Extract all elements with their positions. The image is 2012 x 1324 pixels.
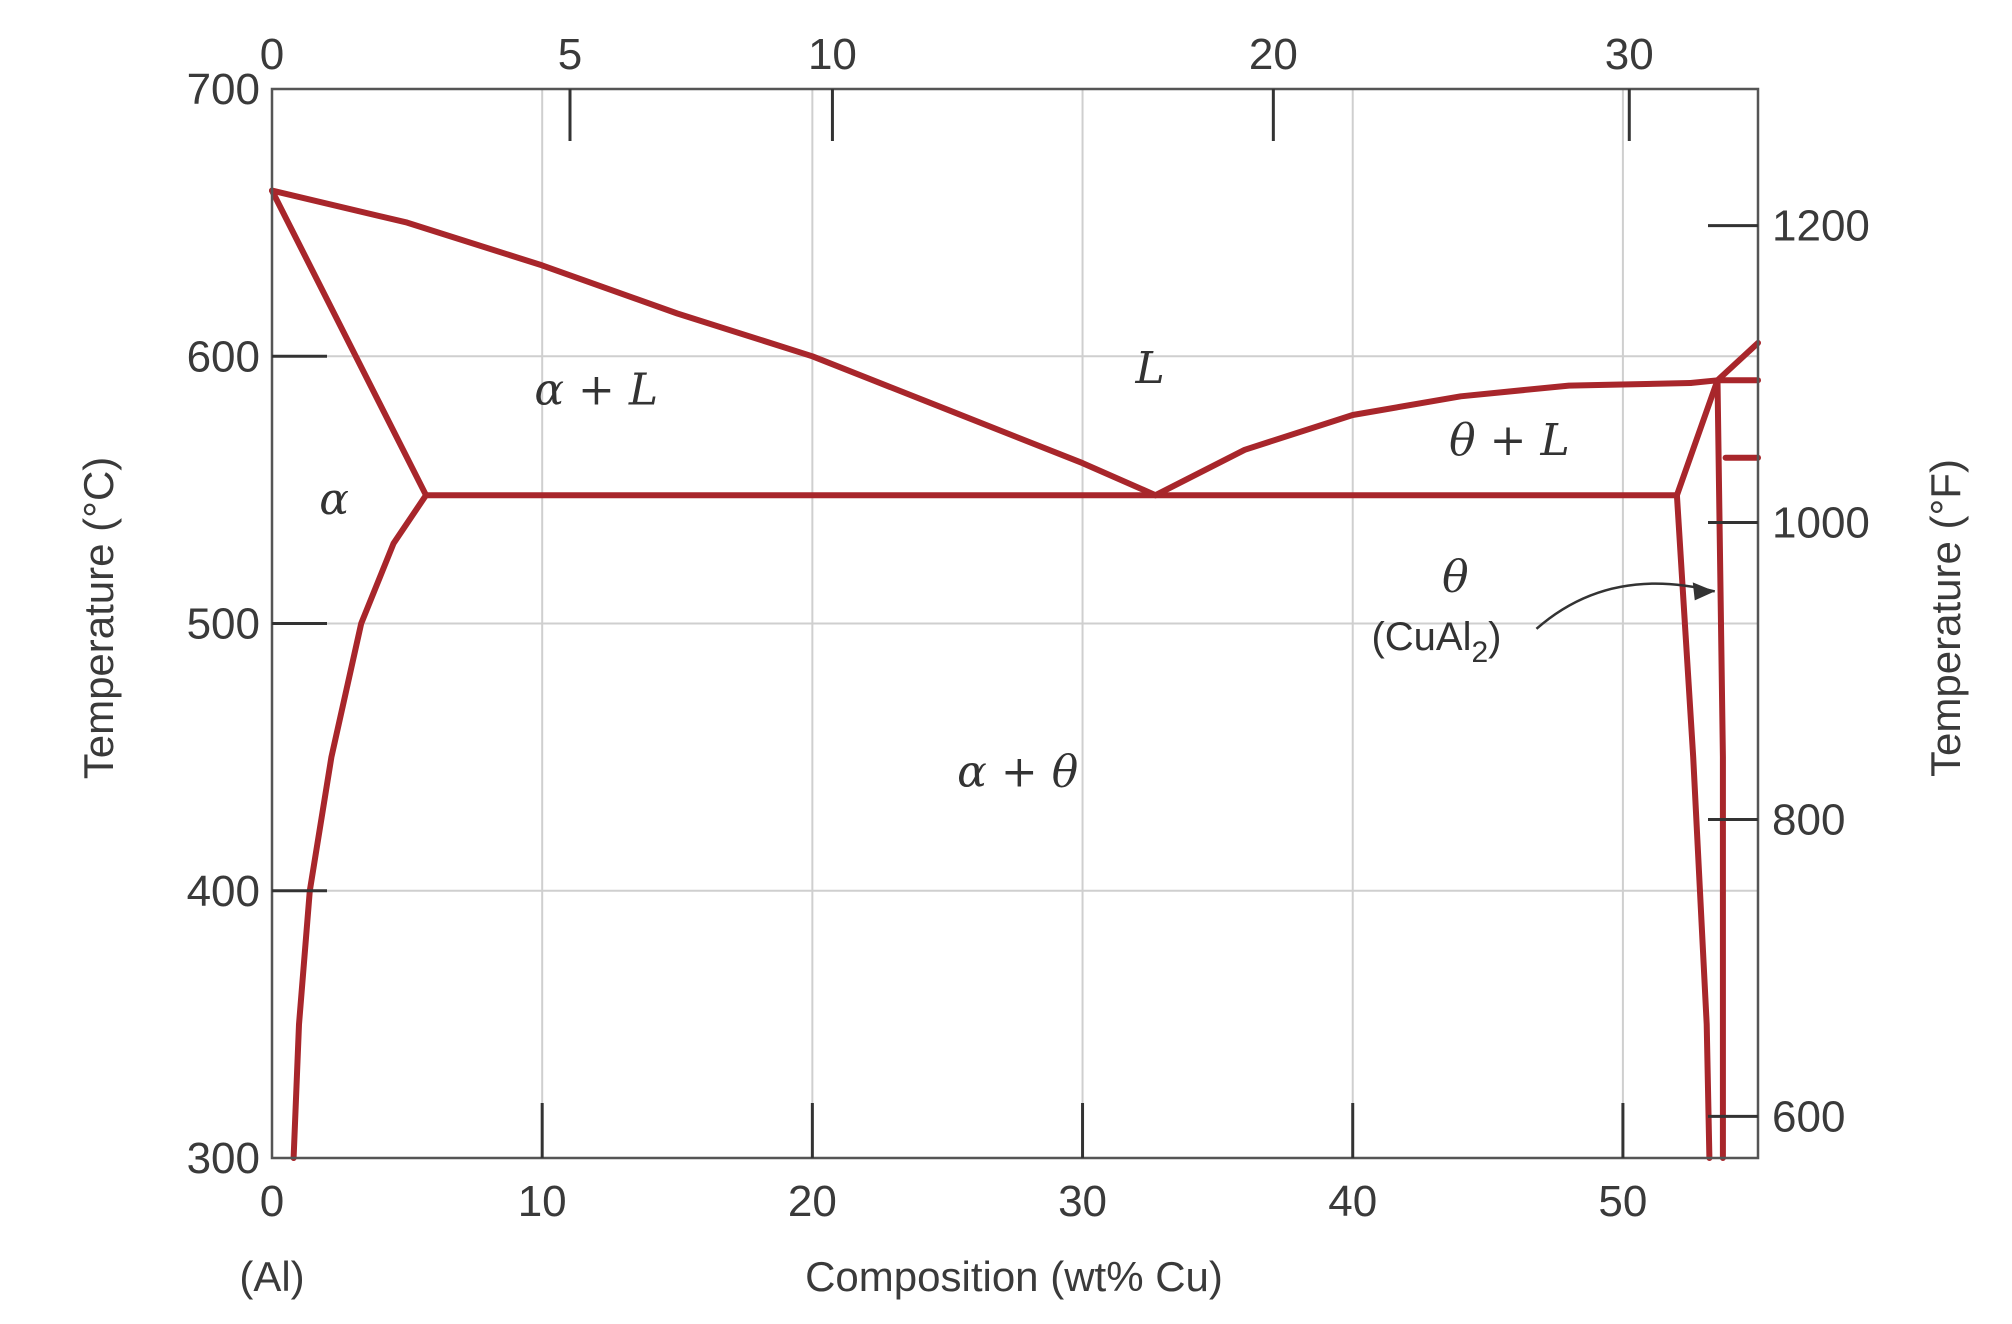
- x2-tick-label: 30: [1605, 30, 1654, 79]
- y-tick-label: 400: [187, 867, 260, 916]
- y-axis-label: Temperature (°C): [75, 457, 122, 780]
- x2-tick-label: 0: [260, 30, 284, 79]
- x2-tick-label: 5: [558, 30, 582, 79]
- y2-axis-label: Temperature (°F): [1922, 459, 1969, 777]
- phase-boundaries: [269, 187, 1761, 1161]
- x2-tick-label: 10: [808, 30, 857, 79]
- y2-tick-label: 800: [1772, 795, 1845, 844]
- arrow-head: [1692, 582, 1715, 601]
- phase-boundary-5: [1152, 380, 1694, 499]
- y-tick-label: 500: [187, 600, 260, 649]
- phase-region-label: L: [1134, 343, 1164, 394]
- phase-region-label: α + θ: [957, 747, 1078, 798]
- y2-tick-label: 1200: [1772, 202, 1870, 251]
- y-tick-label: 300: [187, 1134, 260, 1183]
- annotation-arrow: [1535, 582, 1716, 630]
- y-tick-label: 600: [187, 332, 260, 381]
- phase-region-label: α + L: [534, 364, 658, 415]
- arrow-line: [1535, 582, 1716, 630]
- phase-boundary-11: [1714, 377, 1726, 1161]
- x-tick-label: 30: [1058, 1177, 1107, 1226]
- x-tick-label: 50: [1598, 1177, 1647, 1226]
- phase-boundary-7: [1714, 339, 1761, 384]
- y2-tick-label: 600: [1772, 1092, 1845, 1141]
- phase-region-label: θ + L: [1449, 415, 1570, 466]
- phase-region-label: α: [319, 474, 349, 525]
- x-tick-label: 20: [788, 1177, 837, 1226]
- phase-boundary-2: [290, 492, 429, 1161]
- phase-boundary-3: [269, 187, 1159, 499]
- grid-lines: [272, 89, 1758, 1158]
- x-tick-label: 0: [260, 1177, 284, 1226]
- phase-region-label: θ: [1442, 551, 1469, 602]
- x-axis-label: Composition (wt% Cu): [805, 1253, 1223, 1300]
- y-tick-label: 700: [187, 65, 260, 114]
- axis-labels: Composition (wt% Cu) Temperature (°C) Te…: [75, 457, 1969, 1300]
- phase-boundary-6: [1687, 377, 1721, 386]
- x-tick-label: 10: [518, 1177, 567, 1226]
- x-origin-label: (Al): [239, 1253, 304, 1300]
- phase-boundary-10: [1673, 492, 1713, 1161]
- y2-tick-label: 1000: [1772, 499, 1870, 548]
- phase-boundary-9: [1673, 377, 1721, 499]
- phase-region-labels: Lα + Lθ + Lαθ(CuAl2)α + θ: [319, 343, 1569, 798]
- phase-boundary-1: [269, 187, 429, 499]
- x2-tick-label: 20: [1249, 30, 1298, 79]
- x-tick-label: 40: [1328, 1177, 1377, 1226]
